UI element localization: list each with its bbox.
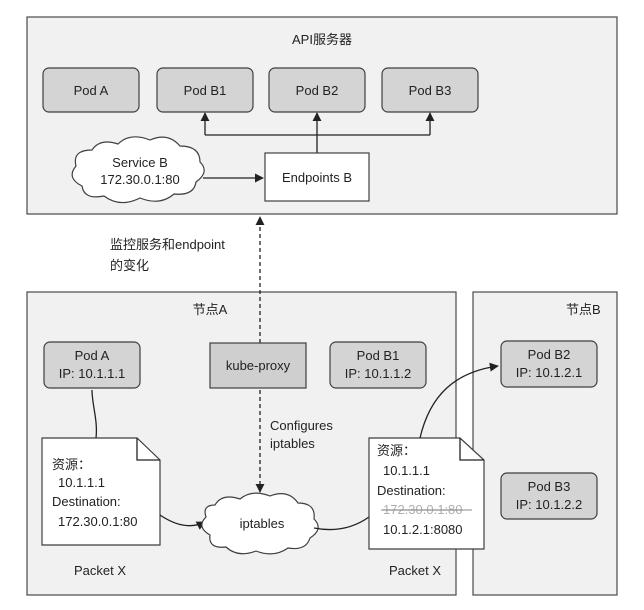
packet-after-caption: Packet X <box>389 563 441 578</box>
packet-before-caption: Packet X <box>74 563 126 578</box>
node-b-panel <box>472 291 618 596</box>
pod-b1-node <box>329 341 427 389</box>
pod-a-to-packet-line <box>91 389 98 439</box>
packet-after-dest-label: Destination: <box>377 483 446 498</box>
endpoints-b-box <box>264 152 370 202</box>
pod-b3-top <box>381 67 479 113</box>
configures-line2: iptables <box>270 436 315 451</box>
pod-a-node <box>43 341 141 389</box>
watch-note-line1: 监控服务和endpoint <box>110 237 225 252</box>
configures-line1: Configures <box>270 418 333 433</box>
packet-before-source-label: 资源： <box>52 457 91 472</box>
endpoints-b-label: Endpoints B <box>282 170 352 185</box>
service-b-cloud <box>71 136 205 204</box>
pod-b2-top <box>268 67 366 113</box>
iptables-label: iptables <box>240 516 285 531</box>
packet-before-dest-ip: 172.30.0.1:80 <box>58 514 138 529</box>
pod-a-top <box>42 67 140 113</box>
pod-b1-node-name: Pod B1 <box>357 348 400 363</box>
pod-b1-top-label: Pod B1 <box>184 83 227 98</box>
pod-b1-node-ip: IP: 10.1.1.2 <box>345 366 412 381</box>
pod-a-node-name: Pod A <box>75 348 110 363</box>
pod-b2-node-name: Pod B2 <box>528 347 571 362</box>
iptables-to-packet-line <box>313 516 370 531</box>
pod-b1-top <box>156 67 254 113</box>
pod-b2-node <box>500 340 598 388</box>
packet-after-source-ip: 10.1.1.1 <box>383 463 430 478</box>
service-b-name: Service B <box>112 155 168 170</box>
pod-b3-node-name: Pod B3 <box>528 479 571 494</box>
pod-a-top-label: Pod A <box>74 83 109 98</box>
pod-b3-node <box>500 472 598 520</box>
kube-proxy-label: kube-proxy <box>226 358 291 373</box>
packet-to-pod-b2-arrow <box>419 362 499 439</box>
pod-b2-top-label: Pod B2 <box>296 83 339 98</box>
packet-after-fold <box>459 438 484 461</box>
iptables-cloud <box>201 492 319 555</box>
service-b-ip: 172.30.0.1:80 <box>100 172 180 187</box>
watch-note-line2: 的变化 <box>110 258 149 273</box>
kube-proxy-box <box>209 342 307 389</box>
packet-before-fold <box>136 438 160 461</box>
node-b-title: 节点B <box>566 302 601 317</box>
pod-b3-top-label: Pod B3 <box>409 83 452 98</box>
packet-after-doc <box>368 437 485 550</box>
packet-before-dest-label: Destination: <box>52 494 121 509</box>
packet-before-source-ip: 10.1.1.1 <box>58 475 105 490</box>
packet-after-source-label: 资源： <box>377 443 416 458</box>
node-a-title: 节点A <box>193 302 228 317</box>
pod-b2-node-ip: IP: 10.1.2.1 <box>516 365 583 380</box>
pod-b3-node-ip: IP: 10.1.2.2 <box>516 497 583 512</box>
pod-a-node-ip: IP: 10.1.1.1 <box>59 366 126 381</box>
packet-before-doc <box>41 437 161 546</box>
api-server-title: API服务器 <box>292 32 352 47</box>
packet-after-dest-new: 10.1.2.1:8080 <box>383 522 463 537</box>
